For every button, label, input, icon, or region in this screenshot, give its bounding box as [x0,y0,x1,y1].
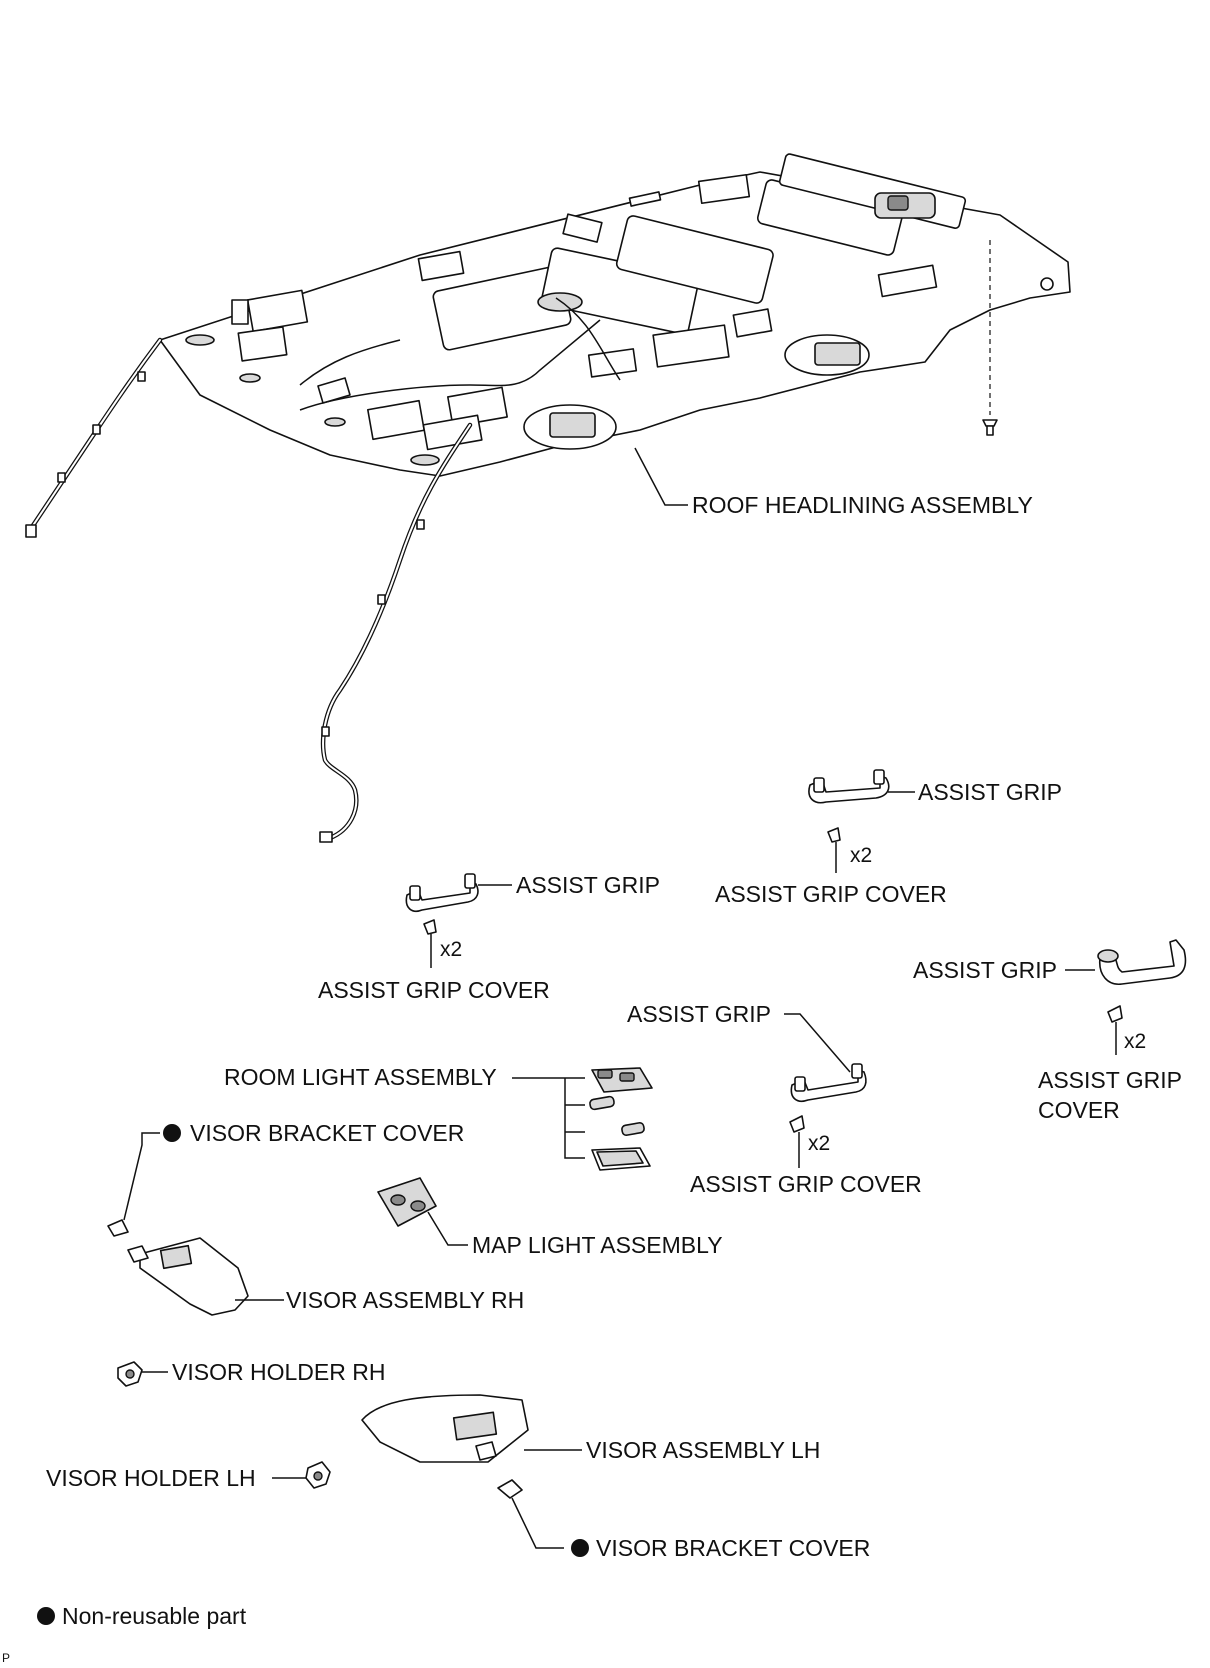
visor-holder-rh [117,1361,143,1387]
assist-grip-center-leader [784,1013,851,1073]
assist-grip-cover-top-right [827,827,841,873]
figure-code: P [2,1651,10,1665]
assist-grip-cover-label-3: ASSIST GRIP COVER [690,1171,922,1197]
assist-grip-top-right [808,769,915,804]
visor-bracket-cover-rh [107,1219,129,1237]
visor-holder-lh-label: VISOR HOLDER LH [46,1465,256,1491]
visor-bracket-cover-label-1: VISOR BRACKET COVER [190,1120,464,1146]
assist-grip-label-2: ASSIST GRIP [516,872,660,898]
assist-grip-cover-center-left [423,919,437,968]
room-light-bulb-2 [621,1121,645,1137]
roof-headlining-label: ROOF HEADLINING ASSEMBLY [692,492,1033,518]
assist-grip-center [790,1063,867,1102]
quantity-label-1: x2 [850,844,872,867]
map-light-assembly [377,1177,437,1227]
non-reusable-marker-1 [163,1124,181,1142]
visor-holder-rh-label: VISOR HOLDER RH [172,1359,385,1385]
quantity-label-2: x2 [440,938,462,961]
assist-grip-cover-label-1: ASSIST GRIP COVER [715,881,947,907]
visor-bracket-cover-leader-2 [511,1497,564,1549]
visor-assembly-lh [361,1394,529,1463]
assist-grip-right [1065,939,1187,985]
visor-assembly-rh-label: VISOR ASSEMBLY RH [286,1287,524,1313]
assist-grip-cover-label-4-line2: COVER [1038,1097,1120,1123]
non-reusable-marker-2 [571,1539,589,1557]
visor-assembly-rh [127,1237,249,1316]
visor-holder-lh [305,1461,331,1489]
assist-grip-label-4: ASSIST GRIP [627,1001,771,1027]
room-light-lens [591,1147,651,1171]
legend-text: Non-reusable part [62,1603,247,1629]
visor-assembly-lh-label: VISOR ASSEMBLY LH [586,1437,820,1463]
map-light-label: MAP LIGHT ASSEMBLY [472,1232,723,1258]
assist-grip-label-1: ASSIST GRIP [918,779,1062,805]
assist-grip-label-3: ASSIST GRIP [913,957,1057,983]
assist-grip-cover-center [789,1115,805,1168]
map-light-leader [427,1211,468,1246]
visor-bracket-cover-label-2: VISOR BRACKET COVER [596,1535,870,1561]
roof-headlining-leader [634,447,688,506]
visor-bracket-cover-leader-1 [123,1132,160,1221]
room-light-bulb-1 [589,1095,615,1111]
legend-marker [37,1607,55,1625]
assist-grip-cover-right [1107,1005,1123,1055]
room-light-assembly [591,1067,653,1093]
assist-grip-center-left [405,873,512,912]
visor-bracket-cover-lh [497,1479,523,1499]
room-light-bracket [512,1077,585,1159]
assist-grip-cover-label-4-line1: ASSIST GRIP [1038,1067,1182,1093]
clip-part [982,240,998,436]
wire-harness-center [319,422,473,843]
quantity-label-3: x2 [1124,1030,1146,1053]
room-light-label: ROOM LIGHT ASSEMBLY [224,1064,497,1090]
assist-grip-cover-label-2: ASSIST GRIP COVER [318,977,550,1003]
roof-headlining-assembly [159,153,1071,477]
wire-harness-left [25,337,163,538]
quantity-label-4: x2 [808,1132,830,1155]
